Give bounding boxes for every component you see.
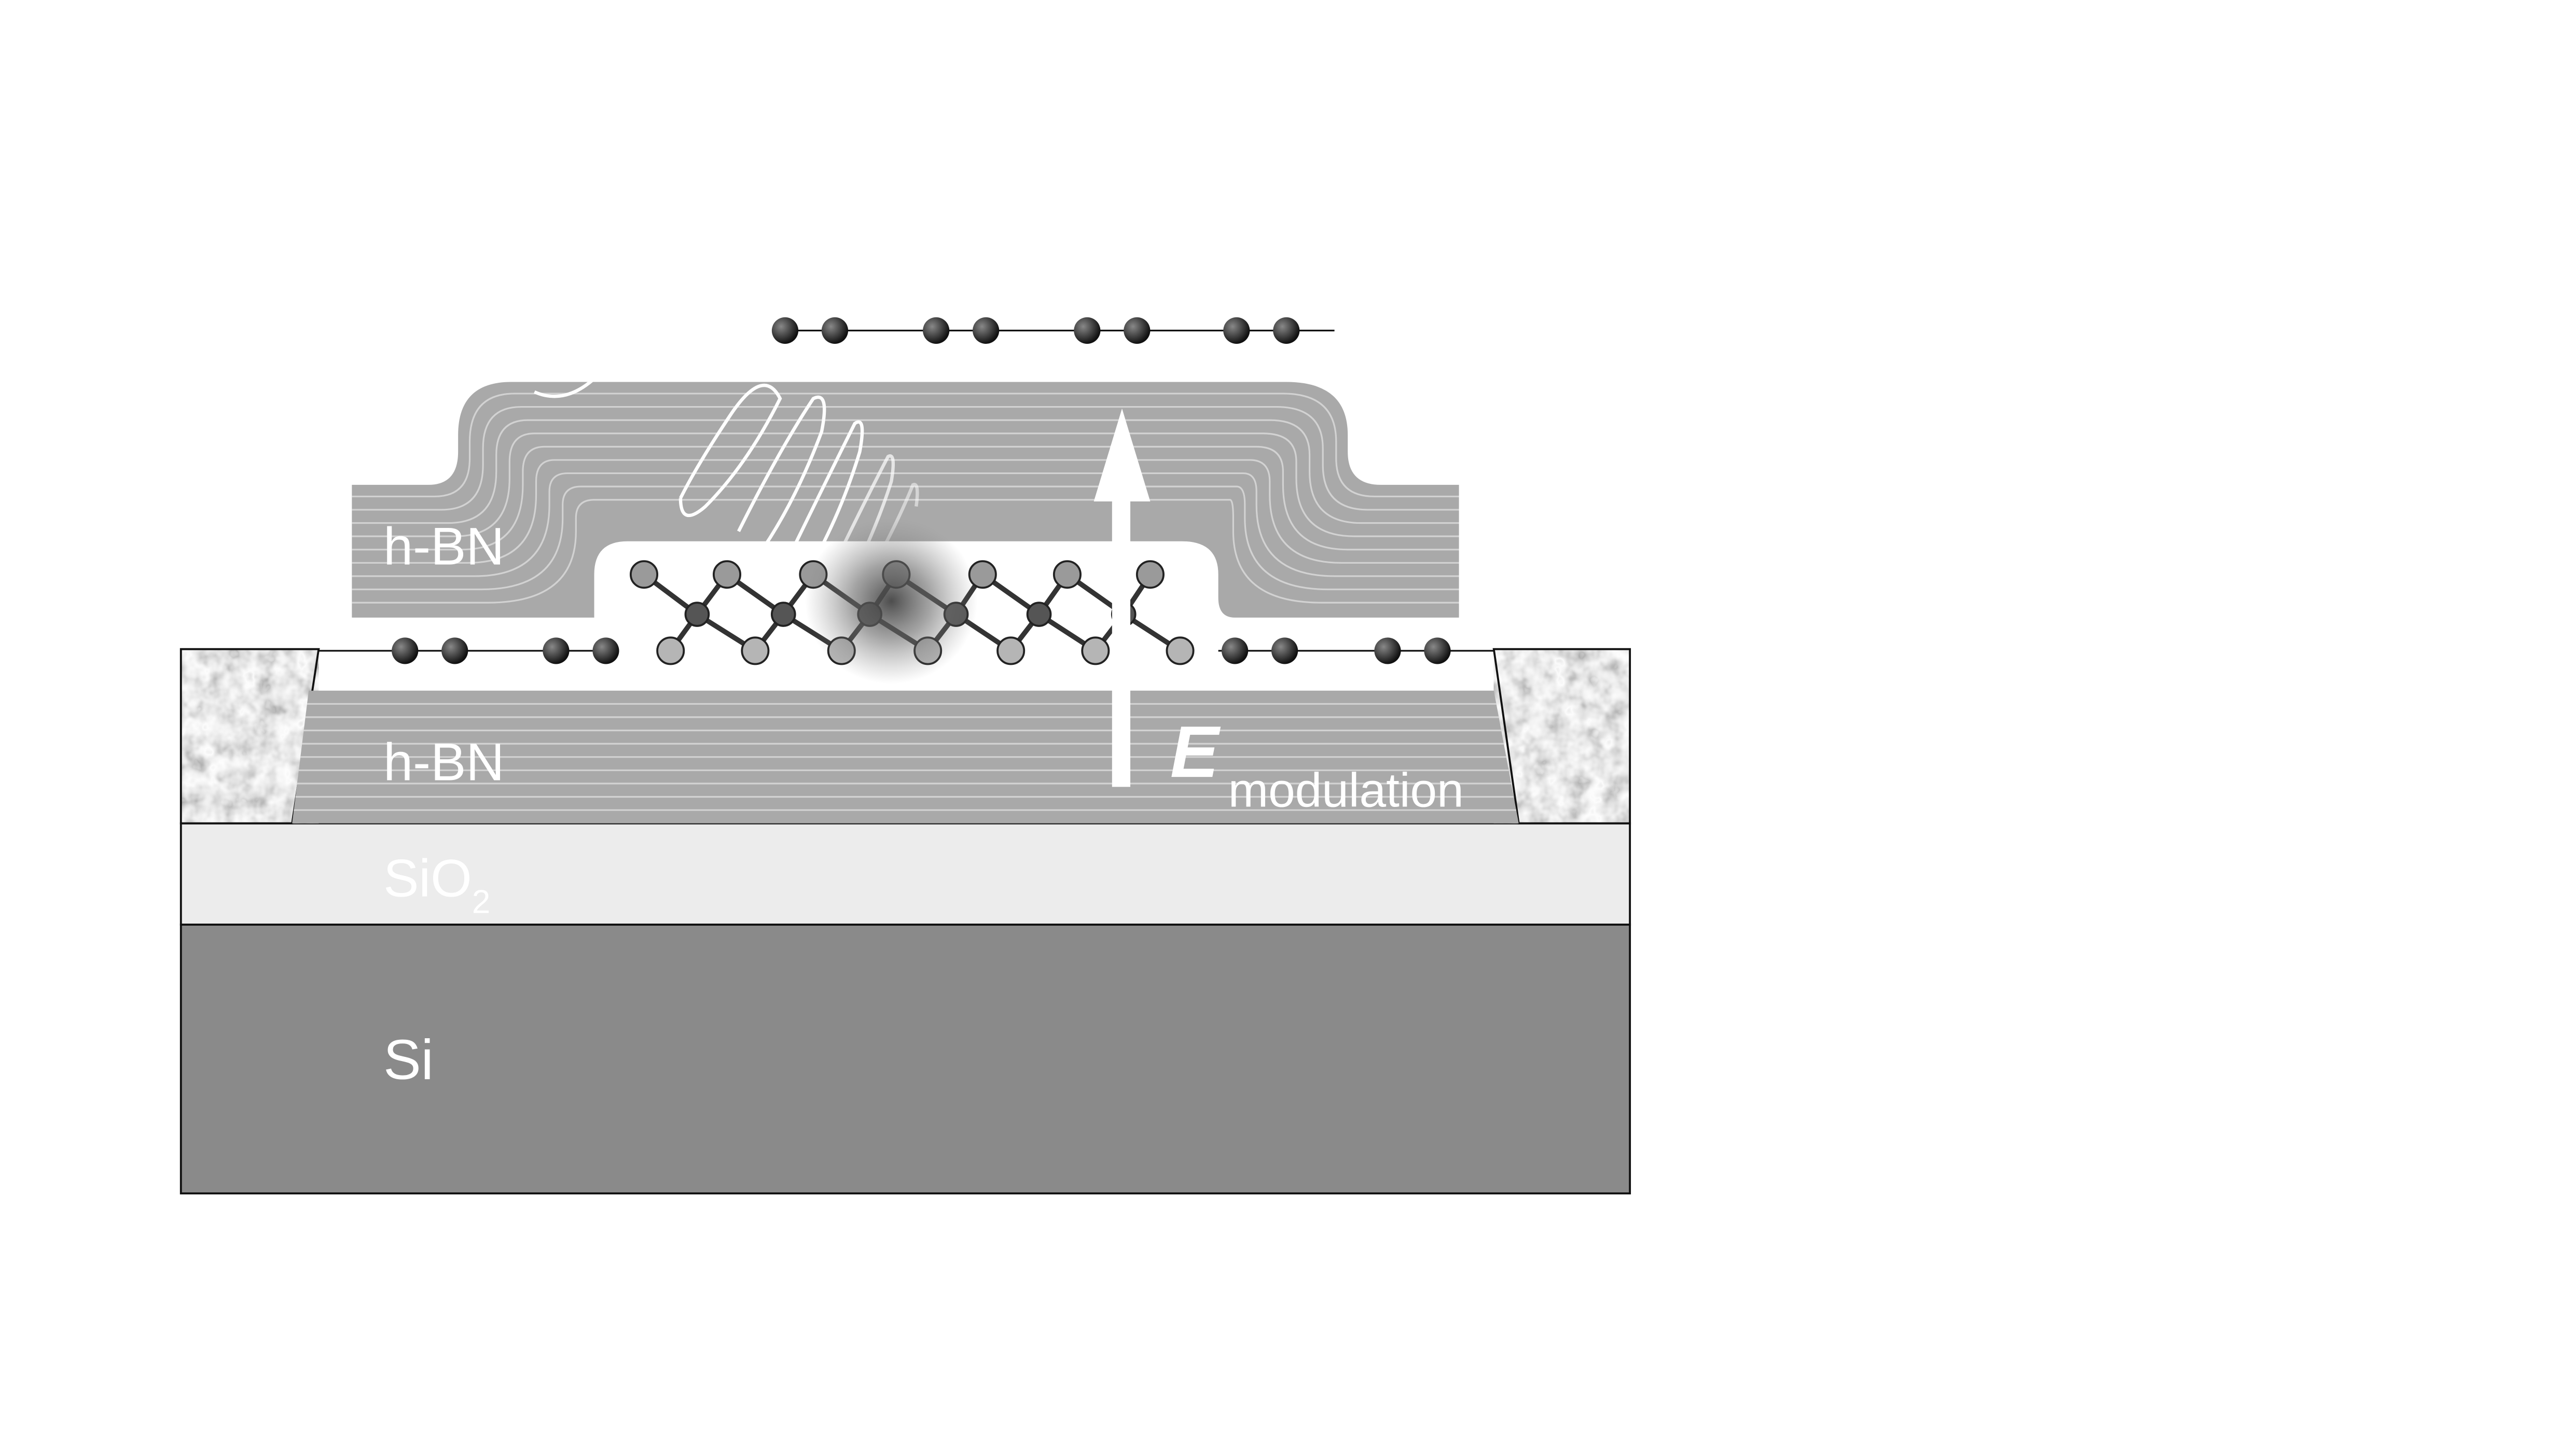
exciton-blur (805, 518, 978, 684)
label-hbn-top: h-BN (383, 517, 504, 576)
right-contact (1492, 648, 1631, 825)
label-field-subscript: modulation (1228, 763, 1464, 817)
bottom-graphene-left (318, 637, 619, 664)
sio2-layer (179, 822, 1631, 926)
label-hbn-bottom: h-BN (383, 732, 504, 791)
label-sio2: SiO2 (383, 848, 490, 920)
label-field-symbol: E (1170, 711, 1221, 792)
bottom-hbn-layer (292, 690, 1519, 824)
bottom-graphene-right (1218, 637, 1494, 664)
field-arrow (1093, 408, 1151, 787)
si-substrate (179, 923, 1631, 1195)
top-graphene-layer (771, 317, 1335, 344)
label-si: Si (383, 1028, 434, 1091)
